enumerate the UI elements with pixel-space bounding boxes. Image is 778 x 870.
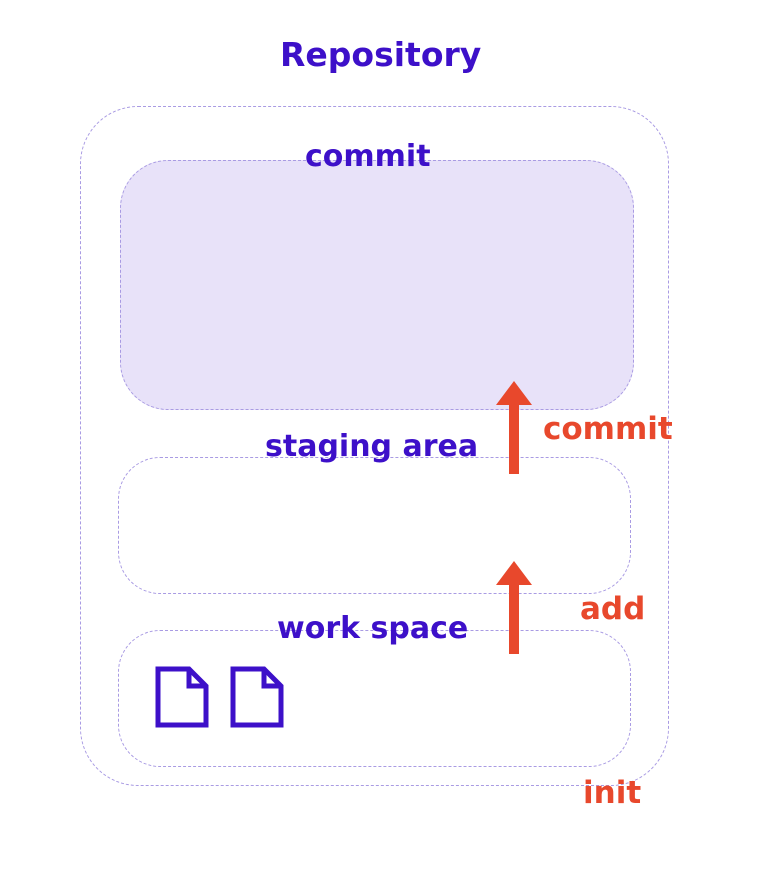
commit-action-label: commit xyxy=(543,411,673,447)
work-space-box xyxy=(118,630,631,767)
commit-area-box xyxy=(120,160,634,410)
file-icon xyxy=(155,666,209,728)
repository-title: Repository xyxy=(280,35,482,74)
commit-area-label: commit xyxy=(305,139,431,174)
add-action-label: add xyxy=(580,591,646,627)
staging-area-box xyxy=(118,457,631,594)
init-action-label: init xyxy=(583,775,642,811)
repository-container xyxy=(80,106,669,786)
up-arrow-icon xyxy=(496,381,532,474)
work-space-label: work space xyxy=(277,611,469,646)
file-icon xyxy=(230,666,284,728)
up-arrow-icon xyxy=(496,561,532,654)
staging-area-label: staging area xyxy=(265,429,479,464)
